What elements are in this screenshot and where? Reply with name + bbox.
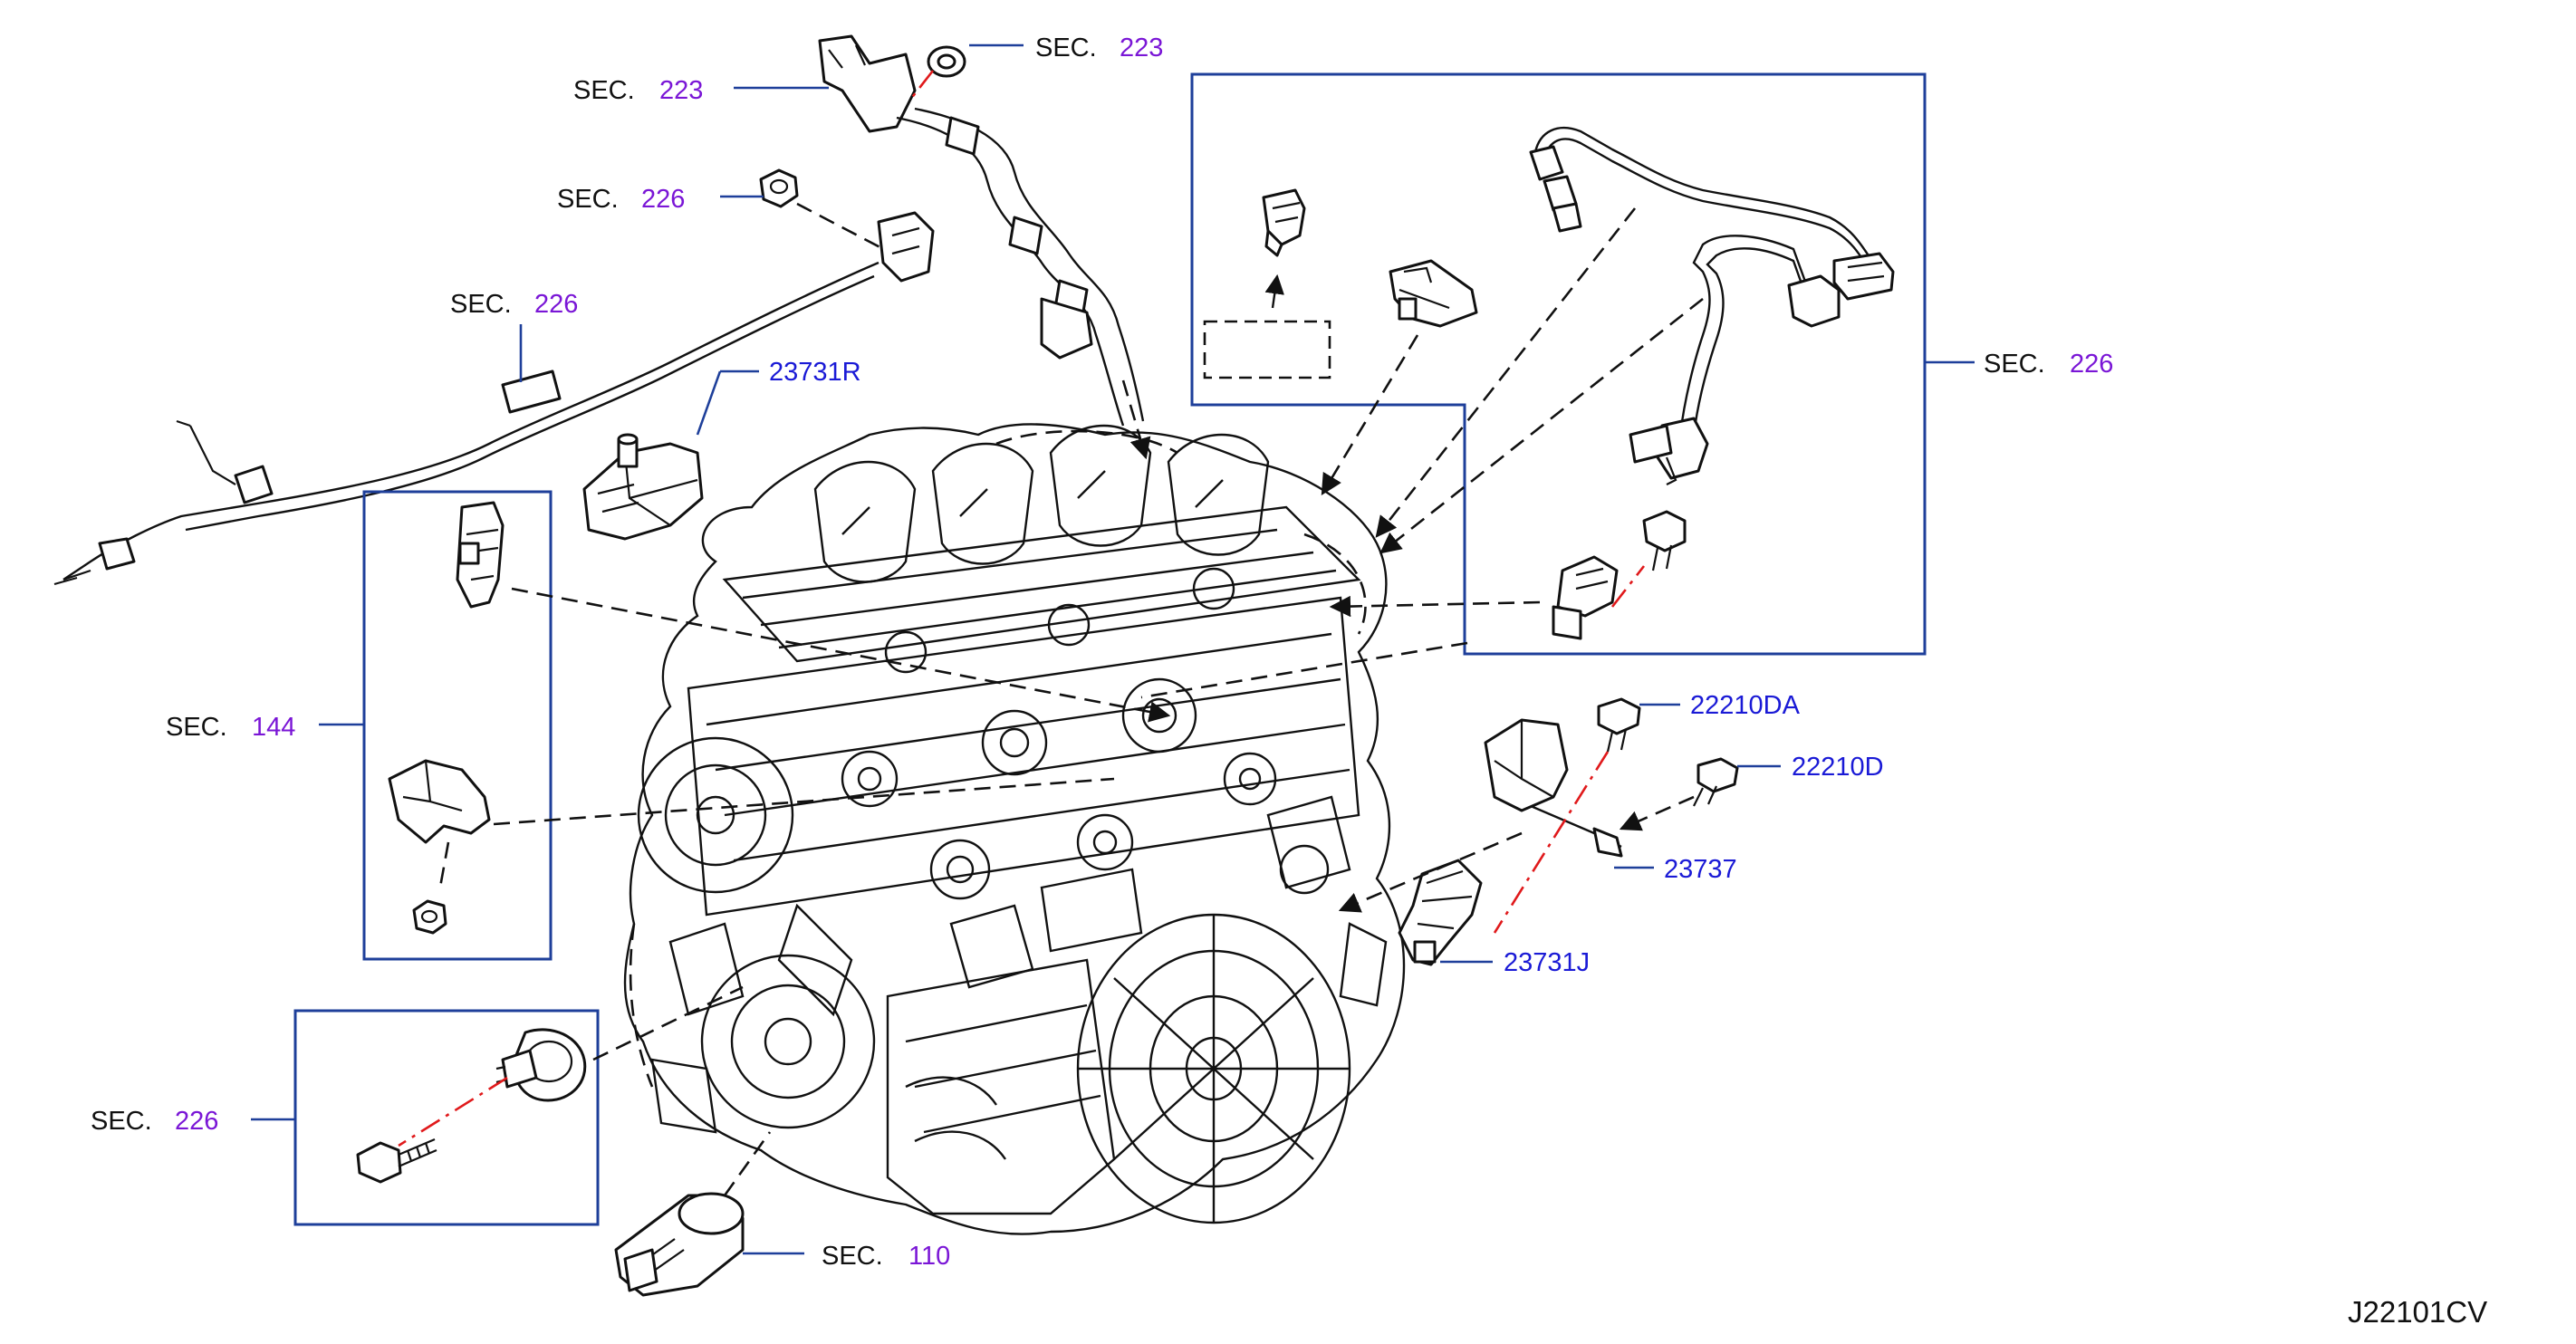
sec-223-left-number: 223 (659, 76, 703, 105)
sec-226-right-number: 226 (2070, 350, 2113, 379)
sec-226-bottom-box (293, 1009, 600, 1226)
sec-223-left-prefix: SEC. (573, 76, 635, 105)
knock-sensor (495, 1028, 587, 1102)
sec-226-bottom-number: 226 (175, 1107, 218, 1136)
sensor-23731R (582, 433, 704, 541)
sec-223-top-prefix: SEC. (1035, 34, 1097, 62)
diagram-id: J22101CV (2348, 1295, 2487, 1329)
bolt-22210DA (1597, 697, 1641, 753)
bolt-22210D (1693, 757, 1739, 807)
sensor-22210DA-bracket (1484, 718, 1623, 858)
sec-110-prefix: SEC. (822, 1242, 883, 1271)
knock-sensor-bolt (356, 1138, 437, 1184)
engine-assembly-illustration (623, 423, 1406, 1235)
part-22210DA-label: 22210DA (1690, 691, 1801, 720)
sec-144-number: 144 (252, 713, 295, 742)
cam-sensor-bolt (1642, 510, 1687, 571)
sec-226-right-prefix: SEC. (1984, 350, 2045, 379)
crankshaft-position-sensor (388, 759, 491, 844)
part-23731R-label: 23731R (769, 358, 861, 387)
oxygen-sensor-harness (818, 34, 1145, 427)
exhaust-temperature-sensor (53, 261, 879, 586)
camshaft-position-sensor (456, 501, 505, 609)
sec144-nut (412, 899, 447, 935)
oil-pressure-switch (614, 1192, 745, 1297)
cam-sensor-bracket (1552, 555, 1619, 640)
nut-upper (759, 168, 799, 208)
sec-226-a-prefix: SEC. (557, 185, 619, 214)
map-sensor (1389, 259, 1478, 328)
sec-223-top-number: 223 (1120, 34, 1163, 62)
air-fuel-ratio-sensor (1529, 127, 1895, 301)
dashed-placeholder-box (1203, 320, 1331, 379)
sec-226-bottom-prefix: SEC. (91, 1107, 152, 1136)
part-23731J-label: 23731J (1504, 948, 1590, 977)
sec-226-b-number: 226 (534, 290, 578, 319)
harness-grommet (927, 45, 966, 78)
sec-226-right-box (1190, 72, 1927, 656)
sec-144-prefix: SEC. (166, 713, 227, 742)
temperature-sensor (1262, 188, 1306, 257)
sec-110-number: 110 (908, 1242, 950, 1271)
heated-oxygen-sensor (1629, 235, 1841, 485)
part-22210D-label: 22210D (1792, 753, 1884, 782)
sec-226-a-number: 226 (641, 185, 685, 214)
sec-226-b-prefix: SEC. (450, 290, 512, 319)
sensor-23731J (1398, 859, 1483, 966)
part-23737-label: 23737 (1664, 855, 1737, 884)
exhaust-temp-sensor-connector (877, 211, 935, 283)
